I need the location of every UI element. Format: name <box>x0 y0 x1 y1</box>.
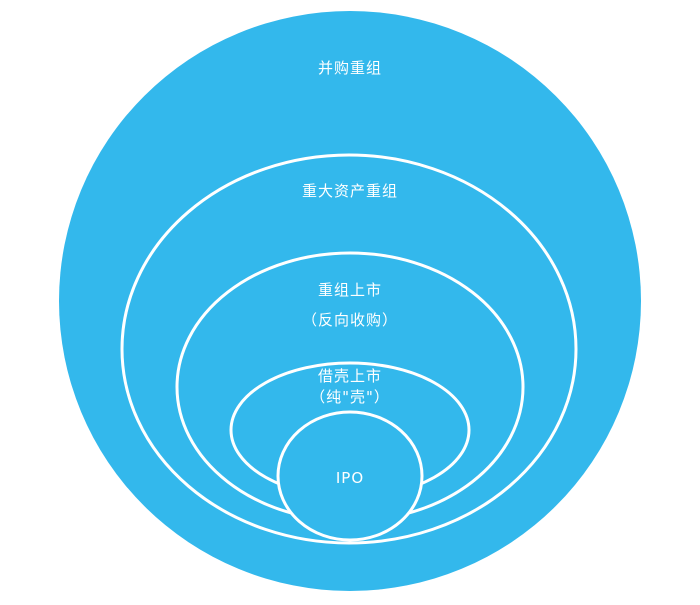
label-backdoor-listing: 借壳上市 <box>317 367 383 385</box>
label-ipo: IPO <box>335 469 365 487</box>
sublabel-restructuring-listing: （反向收购） <box>301 311 399 329</box>
label-major-asset-restructuring: 重大资产重组 <box>301 182 399 200</box>
layer-ipo <box>276 410 424 542</box>
sublabel-backdoor-listing: （纯"壳"） <box>310 388 390 406</box>
label-restructuring-listing: 重组上市 <box>317 281 383 299</box>
label-merger-restructuring: 并购重组 <box>317 59 383 77</box>
